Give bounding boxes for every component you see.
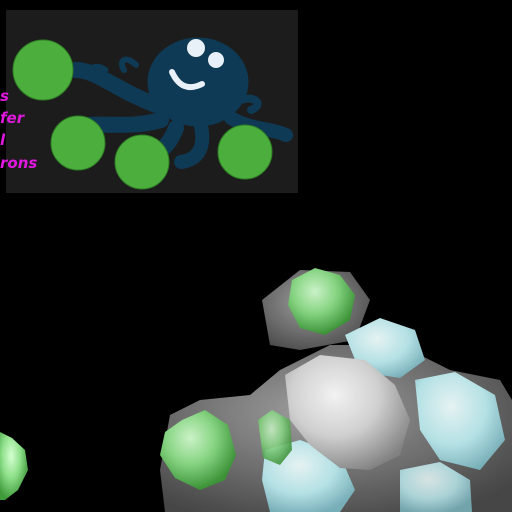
green-ball-4 xyxy=(217,124,273,180)
protein-cluster[interactable] xyxy=(160,268,512,512)
octopus-eye-left xyxy=(187,39,205,57)
green-ball-3 xyxy=(114,134,170,190)
overlay-label-2: fer xyxy=(0,109,25,127)
octopus-mouth xyxy=(169,69,205,90)
overlay-label-3: l xyxy=(0,131,6,149)
green-ball-1 xyxy=(12,39,74,101)
green-ball-2 xyxy=(50,115,106,171)
octopus-icon xyxy=(12,37,293,190)
small-green-blob[interactable] xyxy=(0,432,28,500)
octopus-eye-right xyxy=(208,52,224,68)
logo-panel xyxy=(6,10,298,193)
overlay-label-4: rons xyxy=(0,154,38,172)
overlay-label-1: s xyxy=(0,87,9,105)
